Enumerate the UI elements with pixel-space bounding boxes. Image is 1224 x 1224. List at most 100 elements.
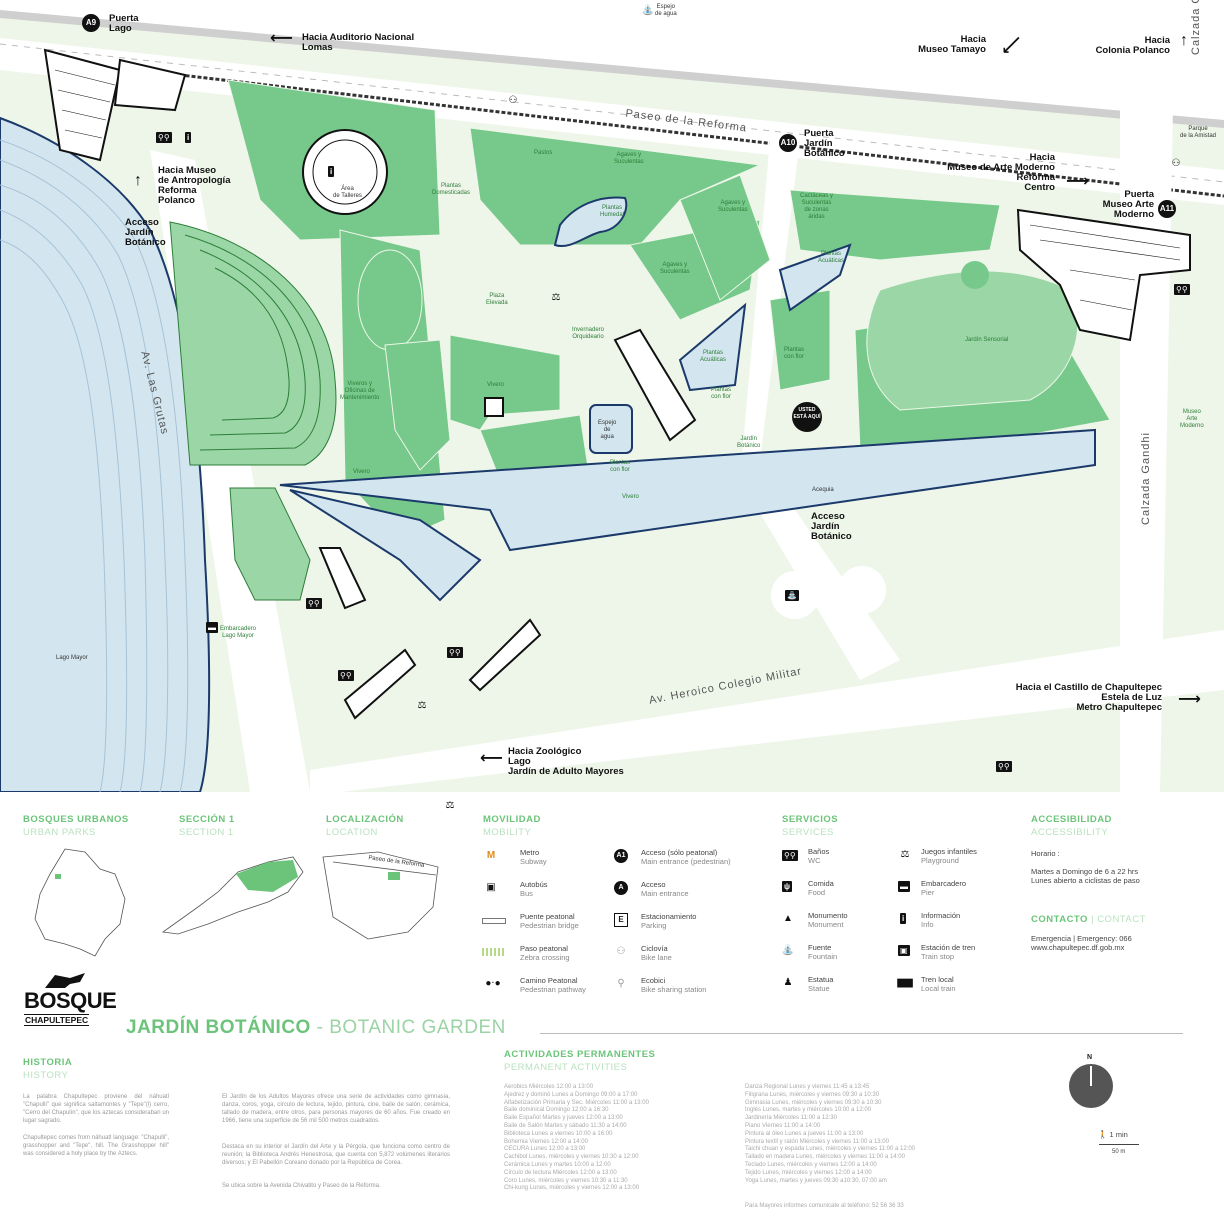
fountain-icon: ⛲ (781, 945, 795, 956)
activity-item: Pintura textil y ratón Miércoles y viern… (745, 1138, 889, 1145)
statue-icon: ♟ (783, 977, 793, 988)
history-p5: Se ubica sobre la Avenida Chivatito y Pa… (222, 1183, 381, 1189)
pedestrian-pathway-icon: ●‧● (485, 978, 501, 989)
train-stop-icon: ▣ (898, 945, 910, 956)
playground-icon[interactable]: ⚖ (551, 292, 561, 303)
fountain-icon[interactable]: ⛲ (785, 590, 799, 601)
activity-item: Jardinería Miércoles 11:00 a 12:30 (745, 1115, 837, 1122)
heading-movilidad-en: MOBILITY (483, 827, 532, 838)
history-p3: El Jardín de los Adultos Mayores ofrece … (222, 1094, 450, 1124)
cdmx-outline-map (34, 848, 126, 957)
wc-icon[interactable]: ⚲⚲ (338, 670, 354, 681)
logo-bosque: BOSQUE (24, 988, 117, 1013)
page-title: JARDÍN BOTÁNICO - BOTANIC GARDEN (126, 1017, 506, 1038)
schedule-label: Horario : (1031, 849, 1060, 858)
local-train-icon: ▆▆ (897, 977, 913, 988)
wc-icon[interactable]: ⚲⚲ (447, 647, 463, 658)
heading-movilidad: MOVILIDAD (483, 814, 541, 825)
activity-item: Aerobics Miércoles 12:00 a 13:00 (504, 1084, 594, 1090)
road-label-gandhi: Calzada Gandhi (1140, 432, 1152, 525)
access-pin-a11[interactable]: A11 (1158, 200, 1176, 218)
access-pin-a9[interactable]: A9 (82, 14, 100, 32)
label-parque-amistad: Parque de la Amistad (1180, 126, 1217, 139)
playground-icon[interactable]: ⚖ (417, 700, 427, 711)
label-puerta-jb: Puerta Jardín Botánico (804, 128, 845, 159)
bike-lane-icon: ⚇ (616, 946, 626, 957)
pier-icon[interactable]: ▬ (206, 622, 218, 633)
wc-icon[interactable]: ⚲⚲ (1174, 284, 1190, 295)
wc-icon[interactable]: ⚲⚲ (996, 761, 1012, 772)
bus-icon: ▣ (486, 882, 496, 893)
arrow-up-left-icon: ↑ (134, 172, 142, 189)
activities-note: Para Mayores informes comunicate al telé… (745, 1203, 904, 1209)
wc-icon[interactable]: ⚲⚲ (156, 132, 172, 143)
area-talleres: Área de Talleres (333, 186, 362, 199)
activity-item: Baile Español Martes y jueves 12:00 a 13… (504, 1115, 623, 1122)
walk-time-label: 🚶 1 min (1098, 1130, 1128, 1139)
heading-seccion-en: SECTION 1 (179, 827, 234, 838)
area-jardin-sensorial: Jardín Sensorial (965, 337, 1009, 343)
monument-icon: ▲ (783, 913, 793, 924)
activity-item: Baile de Salón Martes y sábado 11:30 a 1… (504, 1122, 627, 1129)
area-plantas-acuaticas-1: Plantas Acuáticas (818, 251, 845, 264)
activity-item: Bohemia Viernes 12:00 a 14:00 (504, 1138, 588, 1145)
playground-icon: ⚖ (900, 849, 910, 860)
area-cactaceas: Cactáceas y Suculentas de zonas áridas (800, 193, 834, 220)
area-jardin-botanico: Jardín Botánico (737, 436, 761, 449)
area-plantas-flor-2: Plantas con flor (711, 387, 732, 400)
road-label-gandhi-top: Calzada Gandhi (1190, 0, 1202, 55)
metro-icon: M (486, 850, 496, 861)
title-divider (540, 1033, 1183, 1034)
bike-icon[interactable]: ⚇ (1171, 158, 1181, 169)
heading-localizacion: LOCALIZACIÓN (326, 814, 404, 825)
label-acceso-jb-center: Acceso Jardín Botánico (811, 511, 852, 542)
area-lago-mayor: Lago Mayor (56, 655, 88, 661)
info-icon[interactable]: i (185, 132, 192, 143)
activity-item: Círculo de lectura Miércoles 12:00 a 13:… (504, 1169, 617, 1176)
heading-servicios-en: SERVICES (782, 827, 834, 838)
heading-bosques: BOSQUES URBANOS (23, 814, 129, 825)
area-plantas-humedal: Plantas Humedal (600, 205, 625, 218)
heading-localizacion-en: LOCATION (326, 827, 378, 838)
label-museo-tamayo: Hacia Museo Tamayo (918, 34, 986, 55)
activity-item: Gimnasia Lunes, miércoles y viernes 09:3… (745, 1099, 882, 1106)
label-zoologico: Hacia Zoológico Lago Jardín de Adulto Ma… (508, 746, 624, 777)
activity-item: Pintura al óleo Lunes a jueves 11:00 a 1… (745, 1130, 864, 1137)
activity-item: Biblioteca Lunes a viernes 10:00 a 16:00 (504, 1130, 613, 1137)
area-acequia: Acequia (812, 487, 834, 493)
activities-column-2: Danza Regional Lunes y viernes 11:45 a 1… (745, 1084, 915, 1185)
activity-item: CECURA Lunes 12:00 a 13:00 (504, 1146, 586, 1153)
grasshopper-logo-icon (40, 970, 90, 990)
label-arte-moderno: Hacia Museo de Arte Moderno Reforma Cent… (947, 152, 1055, 193)
compass-icon (1069, 1064, 1113, 1108)
arrow-left-icon: ⟵ (270, 30, 293, 47)
park-map[interactable]: Paseo de la Reforma Av. Las Grutas Calza… (0, 0, 1224, 792)
activity-item: Cachibol Lunes, miércoles y viernes 10:3… (504, 1154, 639, 1161)
area-viveros-oficinas: Viveros y Oficinas de Mantenimiento (340, 381, 380, 401)
activity-item: Chi-kung Lunes, miércoles y viernes 12:0… (504, 1185, 640, 1192)
arrow-right-icon: ⟶ (1066, 173, 1089, 190)
wc-icon[interactable]: ⚲⚲ (306, 598, 322, 609)
bike-icon[interactable]: ⚇ (508, 95, 518, 106)
scale-label: 50 m (1112, 1149, 1126, 1155)
contact-website[interactable]: www.chapultepec.df.gob.mx (1031, 943, 1125, 952)
info-icon[interactable]: i (328, 166, 335, 177)
fountain-icon[interactable]: ⛲ (641, 5, 655, 16)
heading-historia: HISTORIA (23, 1057, 73, 1068)
activity-item: Teclado Lunes, miércoles y viernes 12:00… (745, 1161, 877, 1168)
area-vivero-2: Vivero (353, 469, 370, 475)
label-puerta-lago: Puerta Lago (109, 13, 139, 34)
access-pin-a10[interactable]: A10 (779, 134, 797, 152)
north-label: N (1087, 1054, 1093, 1061)
area-vivero-3: Vivero (622, 494, 639, 500)
label-castillo: Hacia el Castillo de Chapultepec Estela … (1015, 682, 1162, 713)
